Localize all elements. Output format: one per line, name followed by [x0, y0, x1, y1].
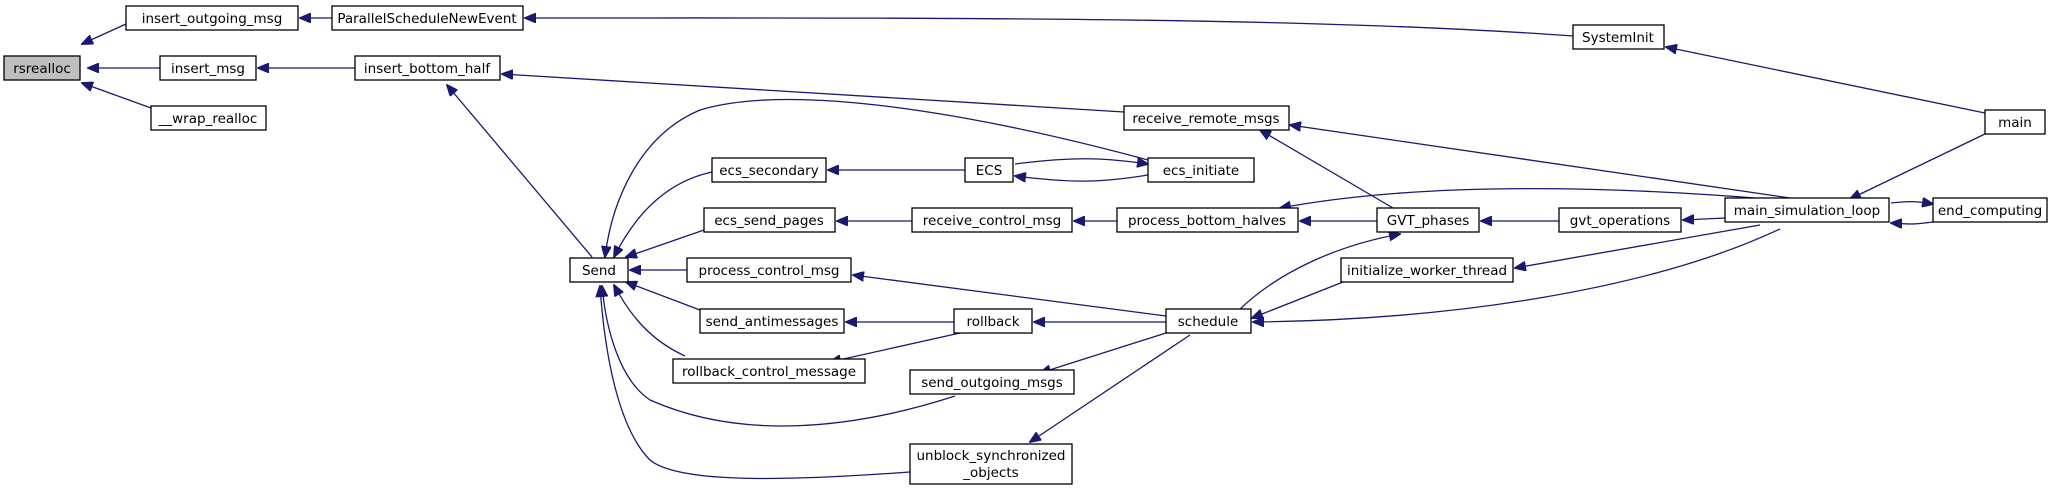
- node-label-wrap-realloc: __wrap_realloc: [158, 111, 258, 127]
- node-receive-control-msg[interactable]: receive_control_msg: [911, 207, 1073, 233]
- node-rsrealloc[interactable]: rsrealloc: [3, 55, 81, 81]
- node-schedule[interactable]: schedule: [1165, 308, 1252, 334]
- node-send-outgoing-msgs[interactable]: send_outgoing_msgs: [909, 369, 1075, 395]
- node-label-systeminit: SystemInit: [1582, 30, 1654, 46]
- edges: [82, 18, 1988, 480]
- node-send-antimessages[interactable]: send_antimessages: [699, 308, 845, 334]
- node-gvt-operations[interactable]: gvt_operations: [1558, 207, 1682, 233]
- edge-main-simulation-loop-to-process-bottom-halves: [1280, 187, 1781, 208]
- node-label-ecs: ECS: [976, 163, 1003, 179]
- node-label-rollback-control-message: rollback_control_message: [682, 364, 856, 380]
- node-label-gvt-operations: gvt_operations: [1570, 213, 1670, 229]
- edge-main-simulation-loop-to-receive-remote-msgs: [1290, 125, 1791, 199]
- edge-send-outgoing-msgs-to-send: [602, 286, 956, 427]
- edge-main-simulation-loop-to-end-computing: [1890, 202, 1933, 204]
- node-label-unblock-line1: unblock_synchronized: [916, 448, 1065, 464]
- node-process-control-msg[interactable]: process_control_msg: [686, 257, 852, 283]
- edge-schedule-to-process-control-msg: [853, 275, 1167, 317]
- edge-ecs-initiate-to-send: [605, 98, 1149, 257]
- edge-insert-outgoing-msg-to-rsrealloc: [82, 23, 127, 44]
- edge-main-simulation-loop-to-gvt-operations: [1683, 218, 1726, 220]
- edge-send-antimessages-to-send: [626, 282, 701, 311]
- node-label-rollback: rollback: [966, 314, 1019, 330]
- node-ecs-secondary[interactable]: ecs_secondary: [711, 157, 827, 183]
- node-label-ecs-initiate: ecs_initiate: [1163, 163, 1240, 179]
- edge-schedule-to-send-outgoing-msgs: [1040, 332, 1167, 373]
- edge-main-simulation-loop-to-schedule: [1253, 228, 1781, 322]
- node-label-end-computing: end_computing: [1938, 203, 2042, 219]
- edge-main-to-systeminit: [1666, 47, 1986, 114]
- node-initialize-worker-thread[interactable]: initialize_worker_thread: [1340, 257, 1514, 283]
- edge-end-computing-to-main-simulation-loop: [1891, 222, 1934, 224]
- node-gvt-phases[interactable]: GVT_phases: [1376, 207, 1480, 233]
- node-parallelschedulenewevent[interactable]: ParallelScheduleNewEvent: [331, 5, 524, 31]
- node-end-computing[interactable]: end_computing: [1932, 197, 2048, 223]
- edge-unblock-to-send: [600, 286, 911, 480]
- node-label-rsrealloc: rsrealloc: [13, 61, 71, 77]
- node-label-insert-msg: insert_msg: [171, 61, 245, 77]
- node-label-insert-bottom-half: insert_bottom_half: [364, 61, 491, 77]
- node-insert-msg[interactable]: insert_msg: [159, 55, 257, 81]
- edge-gvt-phases-to-receive-remote-msgs: [1260, 130, 1394, 209]
- node-systeminit[interactable]: SystemInit: [1572, 24, 1665, 50]
- node-label-send: Send: [582, 263, 616, 279]
- node-label-process-control-msg: process_control_msg: [699, 263, 840, 279]
- node-main[interactable]: main: [1984, 109, 2046, 135]
- node-label-ecs-send-pages: ecs_send_pages: [714, 213, 823, 229]
- node-rollback-control-message[interactable]: rollback_control_message: [672, 358, 866, 384]
- edge-main-to-main-simulation-loop: [1850, 132, 1988, 199]
- node-label-schedule: schedule: [1178, 314, 1239, 330]
- node-label-initialize-worker-thread: initialize_worker_thread: [1347, 263, 1507, 279]
- edge-rollback-to-rollback-control-message: [830, 332, 961, 362]
- node-receive-remote-msgs[interactable]: receive_remote_msgs: [1123, 105, 1290, 131]
- nodes: rsrealloc insert_outgoing_msg insert_msg…: [3, 5, 2048, 485]
- edge-receive-remote-msgs-to-insert-bottom-half: [502, 74, 1125, 113]
- node-label-receive-remote-msgs: receive_remote_msgs: [1132, 111, 1279, 127]
- edge-ecs-initiate-to-ecs: [1015, 175, 1149, 181]
- node-label-process-bottom-halves: process_bottom_halves: [1128, 213, 1286, 229]
- node-label-unblock-line2: _objects: [962, 465, 1018, 481]
- node-send[interactable]: Send: [569, 257, 629, 283]
- edge-initialize-worker-thread-to-schedule: [1252, 281, 1344, 318]
- node-label-send-outgoing-msgs: send_outgoing_msgs: [921, 375, 1063, 391]
- node-label-main-simulation-loop: main_simulation_loop: [1734, 203, 1880, 219]
- edge-ecs-send-pages-to-send: [626, 229, 705, 257]
- node-ecs-initiate[interactable]: ecs_initiate: [1147, 157, 1255, 183]
- node-rollback[interactable]: rollback: [953, 308, 1033, 334]
- edge-ecs-secondary-to-send: [614, 171, 713, 257]
- edge-schedule-to-unblock: [1030, 334, 1191, 442]
- node-label-main: main: [1998, 115, 2032, 131]
- node-process-bottom-halves[interactable]: process_bottom_halves: [1116, 207, 1299, 233]
- node-label-send-antimessages: send_antimessages: [706, 314, 839, 330]
- edge-systeminit-to-parallelschedulenewevent: [525, 18, 1574, 37]
- node-insert-outgoing-msg[interactable]: insert_outgoing_msg: [125, 5, 299, 31]
- node-main-simulation-loop[interactable]: main_simulation_loop: [1724, 197, 1890, 223]
- node-label-parallelschedulenewevent: ParallelScheduleNewEvent: [337, 11, 516, 27]
- edge-send-to-insert-bottom-half: [447, 85, 593, 258]
- edge-wrap-realloc-to-rsrealloc: [82, 83, 152, 109]
- node-insert-bottom-half[interactable]: insert_bottom_half: [354, 55, 501, 81]
- node-label-gvt-phases: GVT_phases: [1387, 213, 1469, 229]
- node-ecs-send-pages[interactable]: ecs_send_pages: [703, 207, 836, 233]
- node-label-insert-outgoing-msg: insert_outgoing_msg: [142, 11, 283, 27]
- node-label-ecs-secondary: ecs_secondary: [719, 163, 818, 179]
- node-ecs[interactable]: ECS: [964, 157, 1014, 183]
- edge-main-simulation-loop-to-initialize-worker-thread: [1515, 224, 1761, 268]
- node-unblock-synchronized-objects[interactable]: unblock_synchronized _objects: [909, 443, 1073, 485]
- edge-ecs-to-ecs-initiate: [1014, 159, 1148, 164]
- edge-schedule-to-gvt-phases: [1237, 234, 1400, 312]
- node-label-receive-control-msg: receive_control_msg: [923, 213, 1061, 229]
- node-wrap-realloc[interactable]: __wrap_realloc: [150, 105, 267, 131]
- edge-rollback-control-message-to-send: [614, 285, 686, 357]
